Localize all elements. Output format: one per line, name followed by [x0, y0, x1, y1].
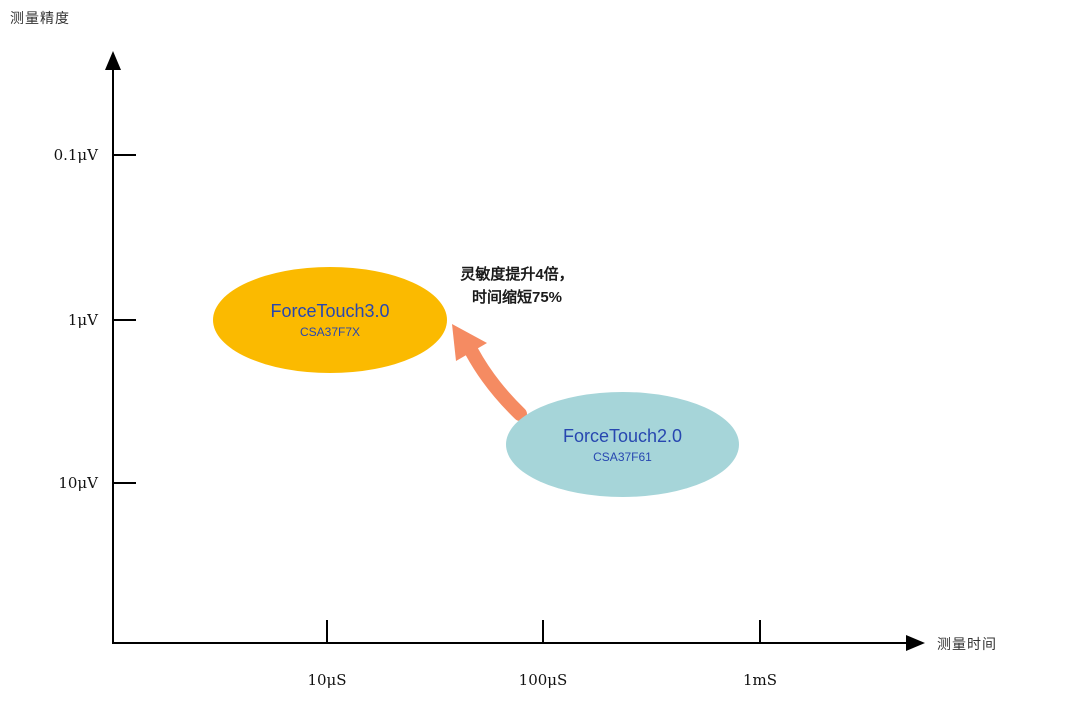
improvement-arrowhead-icon — [452, 324, 487, 361]
x-tick-label: 100μS — [518, 671, 568, 689]
improvement-annotation: 灵敏度提升4倍， 时间缩短75% — [427, 263, 607, 310]
annotation-line-1: 灵敏度提升4倍， — [460, 266, 574, 283]
y-tick-label: 0.1μV — [53, 146, 98, 164]
x-tick-label: 10μS — [307, 671, 347, 689]
bubble-forcetouch3: ForceTouch3.0 CSA37F7X — [213, 267, 447, 373]
product-name: ForceTouch2.0 — [562, 425, 683, 446]
bubble-forcetouch2: ForceTouch2.0 CSA37F61 — [506, 392, 739, 497]
improvement-arrow-icon — [465, 345, 527, 421]
x-axis-arrowhead-icon — [906, 635, 925, 651]
y-tick-label: 1μV — [67, 311, 98, 329]
product-model: CSA37F7X — [299, 325, 361, 339]
x-tick-label: 1mS — [742, 671, 778, 689]
product-name: ForceTouch3.0 — [270, 301, 390, 321]
y-axis-arrowhead-icon — [105, 51, 121, 70]
product-model: CSA37F61 — [593, 449, 652, 464]
annotation-line-2: 时间缩短75% — [471, 289, 563, 307]
y-axis-title: 测量精度 — [10, 10, 70, 26]
y-tick-label: 10μV — [58, 474, 98, 492]
x-axis-title: 测量时间 — [937, 636, 997, 652]
